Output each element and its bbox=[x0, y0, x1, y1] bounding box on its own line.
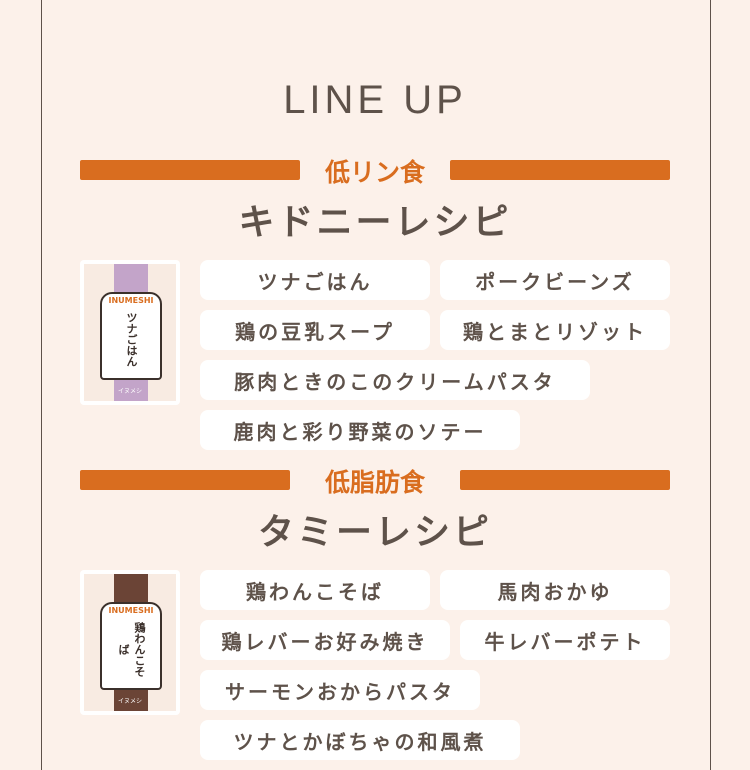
recipe-item[interactable]: 鶏レバーお好み焼き bbox=[200, 620, 450, 660]
recipe-item[interactable]: 鶏わんこそば bbox=[200, 570, 430, 610]
recipe-item[interactable]: 鶏とまとリゾット bbox=[440, 310, 670, 350]
page-title: LINE UP bbox=[283, 78, 467, 122]
recipe-item[interactable]: 馬肉おかゆ bbox=[440, 570, 670, 610]
recipe-item[interactable]: ツナごはん bbox=[200, 260, 430, 300]
divider-bar-right bbox=[450, 160, 670, 180]
recipe-item[interactable]: ポークビーンズ bbox=[440, 260, 670, 300]
package-product: ツナごはん bbox=[125, 311, 138, 367]
package-brand: INUMESHI bbox=[108, 606, 154, 615]
divider-bar-left bbox=[80, 470, 290, 490]
recipe-line-title: タミーレシピ bbox=[257, 512, 492, 553]
divider-bar-left bbox=[80, 160, 300, 180]
package-footer: イヌメシ bbox=[117, 388, 142, 395]
recipe-item[interactable]: ツナとかぼちゃの和風煮 bbox=[200, 720, 520, 760]
frame-line-right bbox=[710, 0, 711, 770]
recipe-line-title: キドニーレシピ bbox=[238, 202, 512, 243]
category-label: 低脂肪食 bbox=[324, 468, 425, 497]
recipe-item[interactable]: 鶏の豆乳スープ bbox=[200, 310, 430, 350]
category-label: 低リン食 bbox=[324, 158, 425, 187]
recipe-item[interactable]: 鹿肉と彩り野菜のソテー bbox=[200, 410, 520, 450]
recipe-item[interactable]: サーモンおからパスタ bbox=[200, 670, 480, 710]
package-label: INUMESHI ツナごはん bbox=[100, 292, 162, 380]
frame-line-left bbox=[41, 0, 42, 770]
recipe-item[interactable]: 牛レバーポテト bbox=[460, 620, 670, 660]
package-label: INUMESHI 鶏わんこそば bbox=[100, 602, 162, 690]
product-package-image: INUMESHI ツナごはん イヌメシ bbox=[80, 260, 180, 405]
package-product: 鶏わんこそば bbox=[117, 621, 146, 677]
package-brand: INUMESHI bbox=[108, 296, 154, 305]
divider-bar-right bbox=[460, 470, 670, 490]
product-package-image: INUMESHI 鶏わんこそば イヌメシ bbox=[80, 570, 180, 715]
recipe-item[interactable]: 豚肉ときのこのクリームパスタ bbox=[200, 360, 590, 400]
package-footer: イヌメシ bbox=[117, 698, 142, 705]
